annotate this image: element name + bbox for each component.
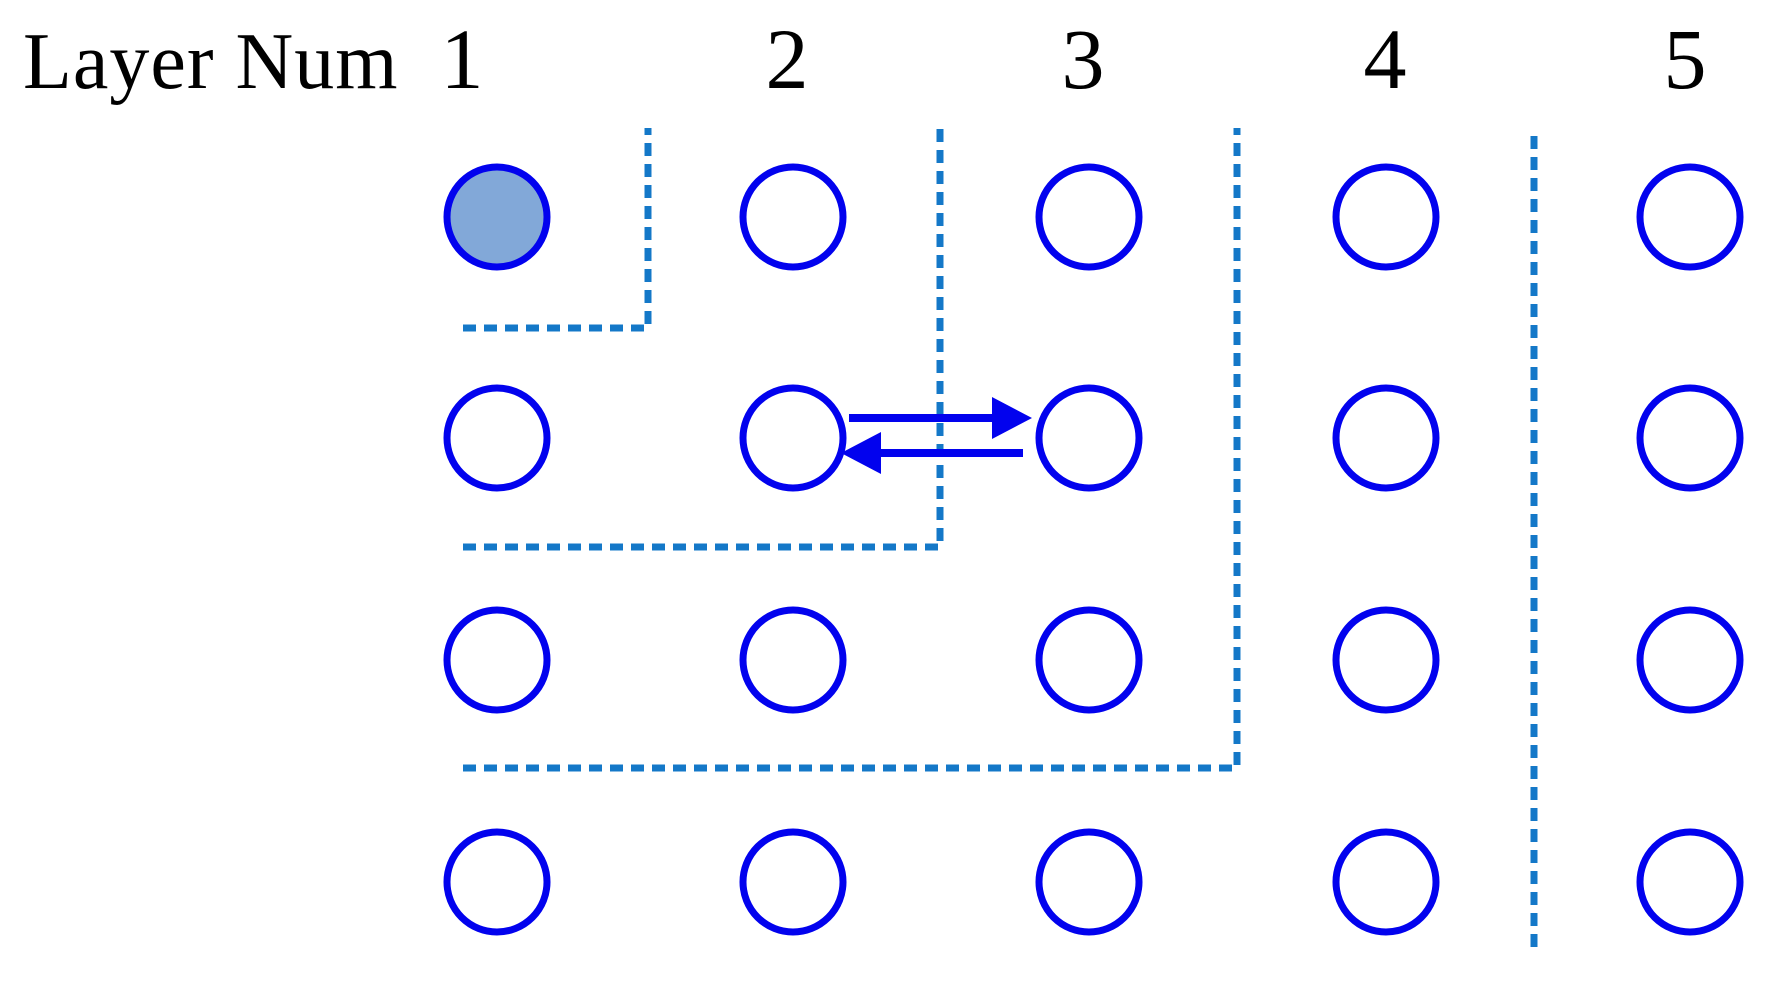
neuron-layer3-row3 [1035, 606, 1143, 714]
neuron-layer1-row4 [443, 828, 551, 936]
layer-num-label: Layer Num [23, 18, 399, 106]
neuron-layer5-row4 [1636, 828, 1744, 936]
neuron-layer4-row4 [1332, 828, 1440, 936]
layer-number-2: 2 [765, 11, 809, 107]
neuron-layer4-row1 [1332, 163, 1440, 271]
backward-arrow-head [841, 432, 881, 474]
forward-arrow-head [992, 397, 1032, 439]
neuron-layer4-row3 [1332, 606, 1440, 714]
neuron-layer2-row2 [739, 384, 847, 492]
neuron-layer5-row3 [1636, 606, 1744, 714]
layer-number-5: 5 [1663, 11, 1707, 107]
boundary-layer-2-3 [463, 128, 944, 551]
neuron-layer5-row1 [1636, 163, 1744, 271]
boundary-layer-1-2 [463, 128, 652, 332]
neuron-layer3-row2 [1035, 384, 1143, 492]
neuron-layer3-row1 [1035, 163, 1143, 271]
neuron-layer1-row3 [443, 606, 551, 714]
neuron-layer1-row1-filled [443, 163, 551, 271]
neuron-layer5-row2 [1636, 384, 1744, 492]
neuron-layer2-row1 [739, 163, 847, 271]
neuron-layer4-row2 [1332, 384, 1440, 492]
layer-number-4: 4 [1363, 11, 1407, 107]
layer-number-1: 1 [440, 11, 484, 107]
boundary-layer-3-4 [463, 128, 1241, 772]
neuron-layer2-row4 [739, 828, 847, 936]
neuron-layer1-row2 [443, 384, 551, 492]
neuron-layer3-row4 [1035, 828, 1143, 936]
neuron-layer2-row3 [739, 606, 847, 714]
layer-number-3: 3 [1061, 11, 1105, 107]
